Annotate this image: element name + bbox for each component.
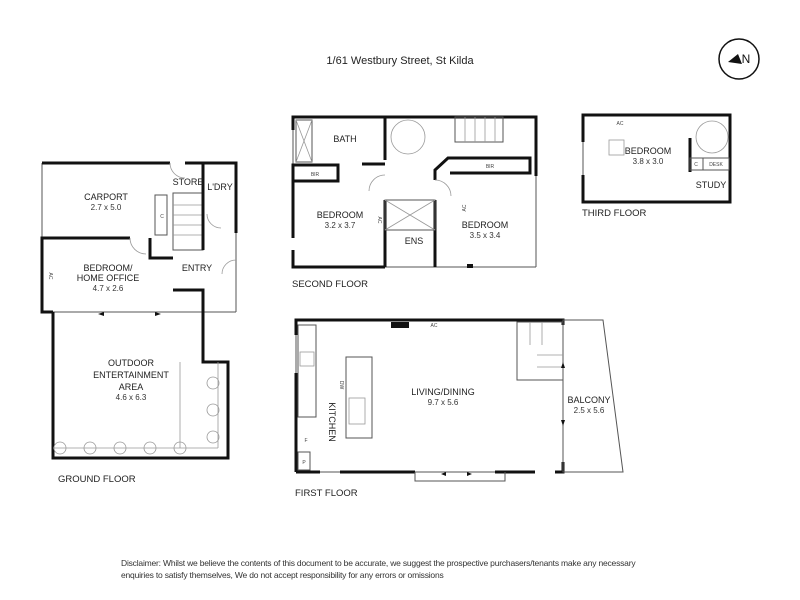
room-outdoor-line2: ENTERTAINMENT (93, 370, 169, 380)
room-bedroom-office-line2: HOME OFFICE (77, 273, 140, 283)
room-carport: CARPORT (84, 192, 128, 202)
ac-left-label: AC (376, 217, 382, 224)
room-outdoor: OUTDOOR (108, 358, 154, 368)
room-study: STUDY (696, 180, 727, 190)
room-entry: ENTRY (182, 263, 212, 273)
room-kitchen: KITCHEN (327, 402, 337, 442)
room-bedroom-office: BEDROOM/ (83, 263, 133, 273)
room-bedroom-right-size: 3.5 x 3.4 (470, 231, 501, 240)
room-ensuite: ENS (405, 236, 424, 246)
room-bedroom-office-size: 4.7 x 2.6 (93, 284, 124, 293)
disclaimer-line-1: Disclaimer: Whilst we believe the conten… (121, 558, 636, 568)
room-balcony-size: 2.5 x 5.6 (574, 406, 605, 415)
room-bedroom-left-size: 3.2 x 3.7 (325, 221, 356, 230)
dishwasher-label: DW (338, 381, 344, 390)
pantry-label: P (302, 460, 306, 466)
bir-left-label: BIR (311, 172, 320, 178)
ac-label: AC (431, 323, 438, 329)
room-bath: BATH (333, 134, 356, 144)
second-floor-label: SECOND FLOOR (292, 279, 368, 290)
room-bedroom-left: BEDROOM (317, 210, 364, 220)
compass-label: N (742, 52, 751, 66)
ac-label: AC (47, 273, 53, 280)
ac-label: AC (617, 121, 624, 127)
ground-floor-label: GROUND FLOOR (58, 474, 136, 485)
first-floor-plan: AC DW F P KITCHEN LIVING/DINING 9.7 x 5.… (294, 318, 624, 499)
room-bedroom: BEDROOM (625, 146, 672, 156)
page-title: 1/61 Westbury Street, St Kilda (326, 55, 474, 67)
disclaimer-line-2: enquiries to satisfy themselves, We do n… (121, 570, 444, 580)
room-store: STORE (173, 177, 204, 187)
ground-floor-plan: CARPORT 2.7 x 5.0 STORE L'DRY C BEDROOM/… (40, 161, 238, 485)
north-compass-icon: N (718, 38, 760, 80)
room-carport-size: 2.7 x 5.0 (91, 203, 122, 212)
ac-right-label: AC (462, 204, 468, 211)
disclaimer: Disclaimer: Whilst we believe the conten… (121, 557, 721, 581)
first-floor-label: FIRST FLOOR (295, 488, 358, 499)
room-outdoor-size: 4.6 x 6.3 (116, 393, 147, 402)
room-outdoor-line3: AREA (119, 382, 144, 392)
fridge-label: F (304, 438, 307, 444)
cupboard-label: C (160, 214, 164, 220)
room-living-dining-size: 9.7 x 5.6 (428, 398, 459, 407)
room-living-dining: LIVING/DINING (411, 387, 475, 397)
room-bedroom-size: 3.8 x 3.0 (633, 157, 664, 166)
desk-label: DESK (709, 162, 723, 168)
second-floor-plan: BATH BIR BIR BEDROOM 3.2 x 3.7 BEDROOM 3… (291, 115, 538, 290)
bir-right-label: BIR (486, 164, 495, 170)
room-bedroom-right: BEDROOM (462, 220, 509, 230)
room-laundry: L'DRY (207, 182, 233, 192)
room-balcony: BALCONY (567, 395, 610, 405)
third-floor-label: THIRD FLOOR (582, 208, 647, 219)
third-floor-plan: AC BEDROOM 3.8 x 3.0 C DESK STUDY THIRD … (581, 113, 732, 219)
cupboard-label: C (694, 162, 698, 168)
